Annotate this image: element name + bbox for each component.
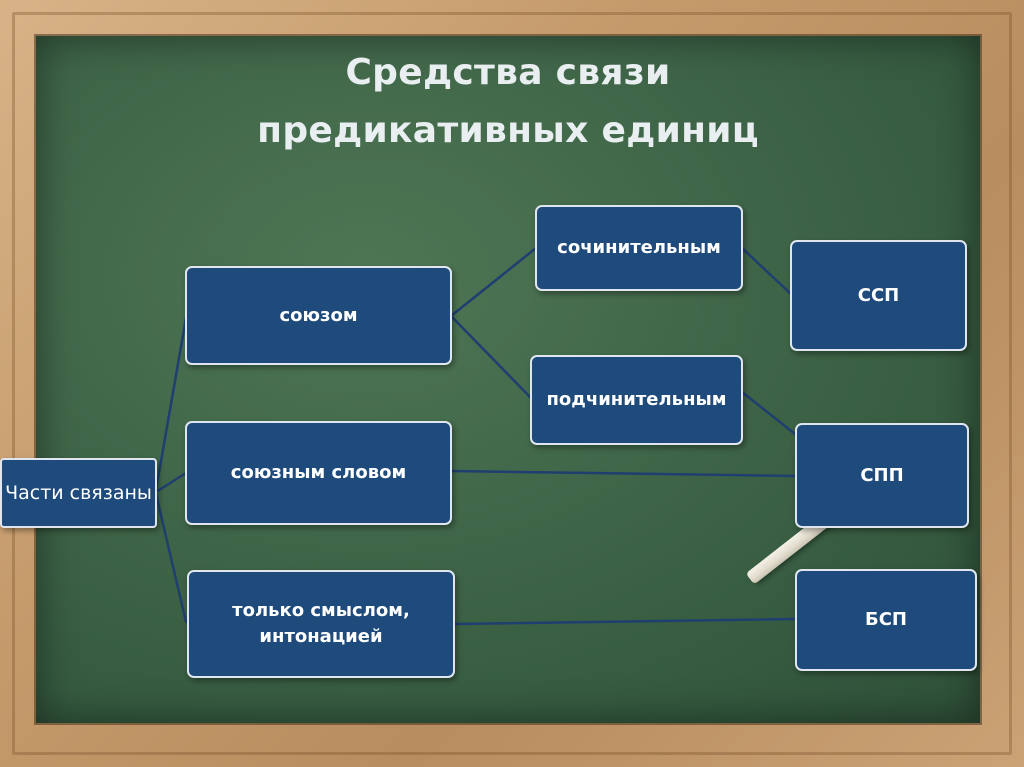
connector-root-conjunction bbox=[154, 316, 188, 492]
connector-relative-word-spp bbox=[449, 469, 798, 478]
connector-subordinating-spp bbox=[740, 390, 802, 440]
node-bsp-label: БСП bbox=[865, 609, 907, 630]
connector-conjunction-coordinating bbox=[449, 246, 538, 318]
slide-title: Средства связи предикативных единиц bbox=[36, 44, 980, 160]
node-subordinating[interactable]: подчинительным bbox=[530, 355, 743, 445]
node-subordinating-label: подчинительным bbox=[546, 389, 727, 410]
connector-meaning-bsp bbox=[453, 617, 798, 626]
node-meaning-intonation-label: только смыслом, интонацией bbox=[232, 600, 410, 647]
node-root-label: Части связаны bbox=[5, 482, 152, 504]
node-bsp[interactable]: БСП bbox=[795, 569, 977, 671]
node-ssp[interactable]: ССП bbox=[790, 240, 967, 351]
node-conjunction[interactable]: союзом bbox=[185, 266, 452, 365]
title-line-1: Средства связи bbox=[345, 52, 671, 93]
connector-conjunction-subordinating bbox=[449, 314, 533, 400]
node-spp-label: СПП bbox=[860, 464, 904, 486]
connector-root-relative-word bbox=[154, 471, 188, 494]
node-spp[interactable]: СПП bbox=[795, 423, 969, 528]
title-line-2: предикативных единиц bbox=[257, 110, 759, 151]
node-conjunction-label: союзом bbox=[279, 304, 358, 326]
node-meaning-intonation[interactable]: только смыслом, интонацией bbox=[187, 570, 455, 678]
node-coordinating-label: сочинительным bbox=[557, 237, 721, 258]
connector-root-meaning bbox=[154, 492, 188, 624]
node-coordinating[interactable]: сочинительным bbox=[535, 205, 743, 291]
node-relative-word-label: союзным словом bbox=[230, 462, 407, 483]
node-root[interactable]: Части связаны bbox=[0, 458, 157, 528]
connector-coordinating-ssp bbox=[740, 246, 794, 297]
node-relative-word[interactable]: союзным словом bbox=[185, 421, 452, 525]
node-ssp-label: ССП bbox=[857, 284, 900, 306]
